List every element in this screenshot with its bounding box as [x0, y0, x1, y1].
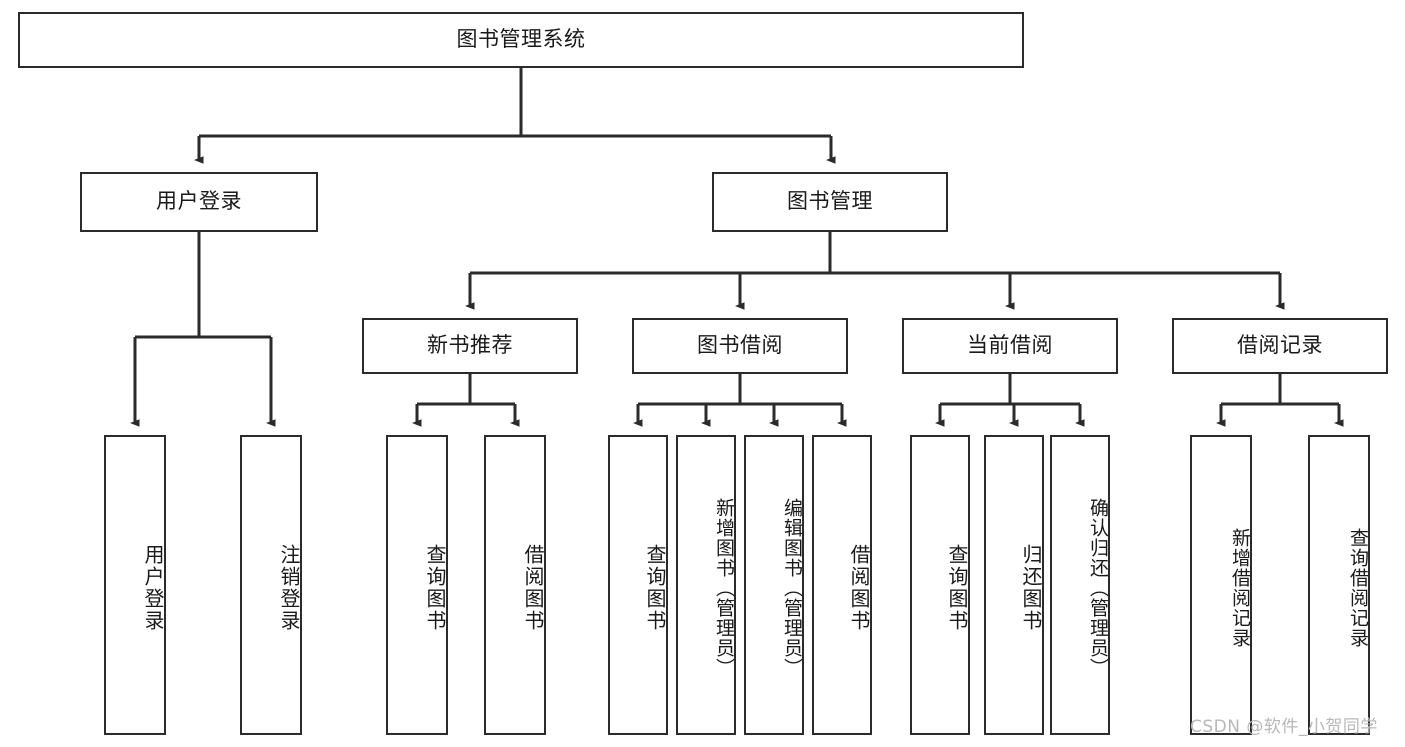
node-leaf-confirm-return-admin[interactable]: 确认归还（管理员）	[1050, 435, 1110, 735]
node-leaf-query-borrow-record[interactable]: 查询借阅记录	[1308, 435, 1370, 735]
node-leaf-borrow-book-recommend[interactable]: 借阅图书	[484, 435, 546, 735]
node-level3-new-book-recommend[interactable]: 新书推荐	[362, 318, 578, 374]
node-leaf-edit-book-admin[interactable]: 编辑图书（管理员）	[744, 435, 804, 735]
node-leaf-query-book-current[interactable]: 查询图书	[910, 435, 970, 735]
node-leaf-add-borrow-record[interactable]: 新增借阅记录	[1190, 435, 1252, 735]
node-leaf-edit-book-admin-label: 编辑图书（管理员）	[781, 498, 803, 678]
node-level2-book-management-label: 图书管理	[787, 189, 873, 214]
node-leaf-add-borrow-record-label: 新增借阅记录	[1229, 528, 1251, 648]
node-level3-book-borrow-label: 图书借阅	[697, 333, 783, 358]
csdn-watermark: CSDN @软件_小贺同学	[1190, 717, 1378, 737]
node-leaf-user-login[interactable]: 用户登录	[104, 435, 166, 735]
node-leaf-borrow-book-label: 借阅图书	[847, 544, 871, 632]
node-leaf-confirm-return-admin-label: 确认归还（管理员）	[1087, 498, 1109, 678]
node-leaf-logout[interactable]: 注销登录	[240, 435, 302, 735]
node-level2-user-login[interactable]: 用户登录	[80, 172, 318, 232]
node-leaf-return-book-label: 归还图书	[1019, 544, 1043, 632]
node-leaf-add-book-admin-label: 新增图书（管理员）	[713, 498, 735, 678]
node-leaf-borrow-book-recommend-label: 借阅图书	[521, 544, 545, 632]
node-leaf-add-book-admin[interactable]: 新增图书（管理员）	[676, 435, 736, 735]
node-level3-borrow-record[interactable]: 借阅记录	[1172, 318, 1388, 374]
node-leaf-borrow-book[interactable]: 借阅图书	[812, 435, 872, 735]
node-leaf-query-book-recommend[interactable]: 查询图书	[386, 435, 448, 735]
node-level3-current-borrow-label: 当前借阅	[967, 333, 1053, 358]
node-leaf-query-book-borrow[interactable]: 查询图书	[608, 435, 668, 735]
node-level3-book-borrow[interactable]: 图书借阅	[632, 318, 848, 374]
node-leaf-user-login-label: 用户登录	[141, 544, 165, 632]
node-leaf-return-book[interactable]: 归还图书	[984, 435, 1044, 735]
node-level3-borrow-record-label: 借阅记录	[1237, 333, 1323, 358]
node-root-label: 图书管理系统	[456, 27, 586, 52]
node-level3-new-book-recommend-label: 新书推荐	[427, 333, 513, 358]
node-leaf-query-book-recommend-label: 查询图书	[423, 544, 447, 632]
node-leaf-logout-label: 注销登录	[277, 544, 301, 632]
node-level3-current-borrow[interactable]: 当前借阅	[902, 318, 1118, 374]
node-leaf-query-book-current-label: 查询图书	[945, 544, 969, 632]
node-root[interactable]: 图书管理系统	[18, 12, 1024, 68]
node-level2-user-login-label: 用户登录	[156, 189, 242, 214]
node-leaf-query-book-borrow-label: 查询图书	[643, 544, 667, 632]
node-leaf-query-borrow-record-label: 查询借阅记录	[1347, 528, 1369, 648]
node-level2-book-management[interactable]: 图书管理	[712, 172, 948, 232]
